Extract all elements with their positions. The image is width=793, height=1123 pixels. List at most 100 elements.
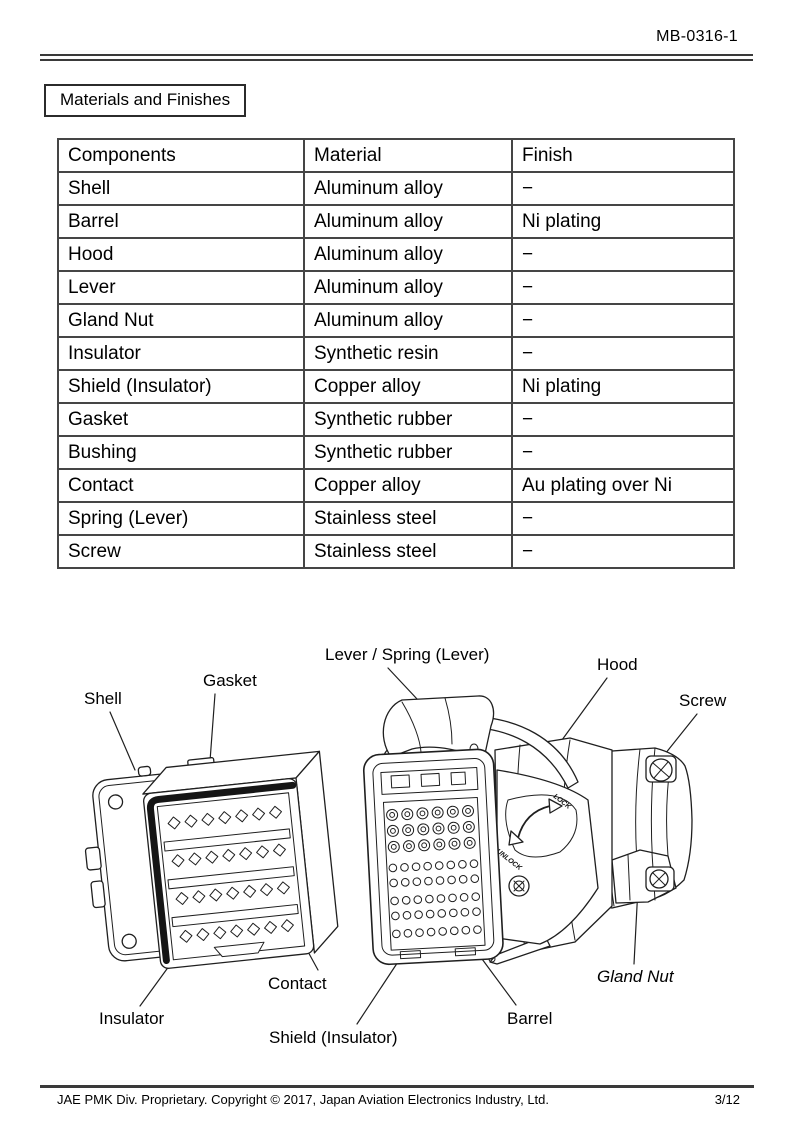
finish-cell: −: [511, 336, 735, 371]
socket-hole: [431, 806, 444, 819]
contact-blade: [252, 807, 266, 821]
socket-hole-pin: [405, 827, 412, 834]
socket-hole: [403, 928, 413, 938]
diagram-label-shell: Shell: [84, 689, 122, 708]
socket-hole: [463, 836, 476, 849]
socket-hole: [461, 925, 471, 935]
socket-hole: [432, 822, 445, 835]
contact-blade: [179, 929, 193, 943]
finish-cell: −: [511, 303, 735, 338]
socket-hole: [414, 910, 423, 919]
shield-frame: [362, 748, 504, 966]
material-cell: Aluminum alloy: [303, 204, 513, 239]
component-cell: Shell: [57, 171, 305, 206]
lock-arrow-head: [548, 798, 563, 814]
header-components: Components: [57, 138, 305, 173]
socket-hole: [425, 894, 434, 904]
material-cell: Copper alloy: [303, 369, 513, 404]
socket-hole: [392, 929, 401, 939]
socket-hole: [402, 824, 415, 837]
flange-hole: [121, 933, 137, 949]
socket-hole: [391, 911, 400, 921]
material-cell: Synthetic rubber: [303, 435, 513, 470]
lever-grip-ridge: [401, 701, 422, 753]
lock-screw-inner: [513, 880, 525, 892]
socket-hole: [449, 926, 459, 936]
table-row: Spring (Lever)Stainless steel−: [57, 501, 735, 536]
contact-blade: [256, 845, 270, 859]
socket-hole: [458, 875, 468, 884]
socket-hole: [387, 840, 400, 853]
material-cell: Copper alloy: [303, 468, 513, 503]
connector-line-art: LOCK UNLOCK: [84, 667, 698, 1025]
socket-hole: [425, 909, 435, 919]
screw-cross: [653, 761, 669, 779]
contact-blade: [175, 892, 189, 905]
unlock-arrow-head: [508, 830, 524, 846]
gland-nut-facet: [627, 854, 631, 901]
latch-slot: [450, 771, 467, 786]
section-title: Materials and Finishes: [60, 90, 231, 109]
socket-hole: [447, 821, 460, 834]
socket-hole-pin: [449, 808, 456, 815]
flange-hole: [107, 794, 124, 810]
insulator-bar: [163, 828, 291, 852]
socket-hole: [401, 896, 411, 905]
socket-hole: [470, 874, 480, 883]
socket-hole: [458, 860, 467, 869]
insulator-face-plate: [382, 796, 486, 951]
component-cell: Lever: [57, 270, 305, 305]
leader-insulator: [139, 961, 173, 1007]
insulator-bar: [171, 904, 299, 928]
diagram-label-gland-nut: Gland Nut: [597, 967, 674, 986]
diagram-label-hood: Hood: [597, 655, 638, 674]
socket-hole-pin: [434, 809, 441, 816]
finish-cell: −: [511, 171, 735, 206]
socket-hole: [436, 894, 446, 903]
contact-blades: [167, 805, 294, 943]
socket-hole: [449, 908, 458, 918]
finish-cell: Ni plating: [511, 369, 735, 404]
latch-bar: [380, 766, 479, 795]
finish-cell: −: [511, 534, 735, 569]
latch-slot: [420, 772, 441, 787]
lever-grip-ridge: [444, 697, 453, 745]
contact-blade: [239, 847, 253, 861]
finish-cell: −: [511, 270, 735, 305]
diagram-label-shield-insulator: Shield (Insulator): [269, 1028, 398, 1047]
socket-holes: [386, 804, 482, 939]
diagram-label-barrel: Barrel: [507, 1009, 553, 1028]
contact-blade: [196, 928, 210, 942]
socket-hole: [435, 876, 445, 885]
socket-hole-pin: [465, 808, 471, 814]
socket-hole-pin: [421, 842, 428, 849]
plug-assembly: LOCK UNLOCK: [362, 695, 693, 966]
contact-blade: [230, 924, 244, 938]
shell-side-tab: [90, 880, 106, 909]
footer-page-number: 3/12: [714, 1092, 740, 1107]
finish-cell: −: [511, 402, 735, 437]
contact-blade: [188, 852, 202, 866]
socket-hole: [446, 805, 459, 818]
socket-hole: [413, 895, 423, 905]
socket-hole: [437, 909, 447, 918]
socket-hole: [426, 927, 436, 937]
socket-hole: [460, 907, 470, 917]
footer-copyright: JAE PMK Div. Proprietary. Copyright © 20…: [57, 1092, 550, 1107]
latch-slot: [390, 774, 411, 789]
header-double-rule: [40, 54, 753, 61]
material-cell: Stainless steel: [303, 501, 513, 536]
section-title-box: Materials and Finishes: [44, 84, 247, 117]
contact-blade: [243, 884, 257, 898]
socket-hole: [417, 823, 430, 836]
material-cell: Aluminum alloy: [303, 171, 513, 206]
socket-hole: [411, 862, 421, 872]
lever-grip: [382, 695, 495, 764]
